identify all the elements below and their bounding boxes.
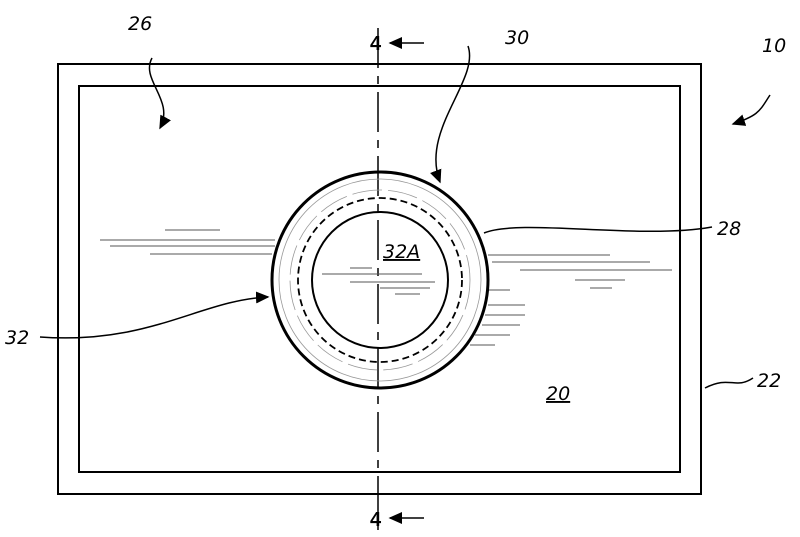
ring-shade	[278, 178, 482, 382]
label-10: 10	[762, 35, 786, 57]
section-label-top: 4	[370, 33, 382, 55]
inner-circle	[311, 211, 449, 349]
section-label-bottom: 4	[370, 509, 382, 531]
outer-frame	[57, 63, 702, 495]
label-32: 32	[5, 327, 29, 349]
label-20: 20	[546, 383, 570, 405]
label-26: 26	[128, 13, 152, 35]
label-28: 28	[717, 218, 741, 240]
dashed-ring	[297, 197, 463, 363]
outer-ring	[270, 170, 490, 390]
inner-panel	[78, 85, 681, 473]
shading-lines	[100, 229, 672, 346]
label-32a: 32A	[383, 241, 420, 263]
label-22: 22	[757, 370, 781, 392]
label-30: 30	[505, 27, 529, 49]
